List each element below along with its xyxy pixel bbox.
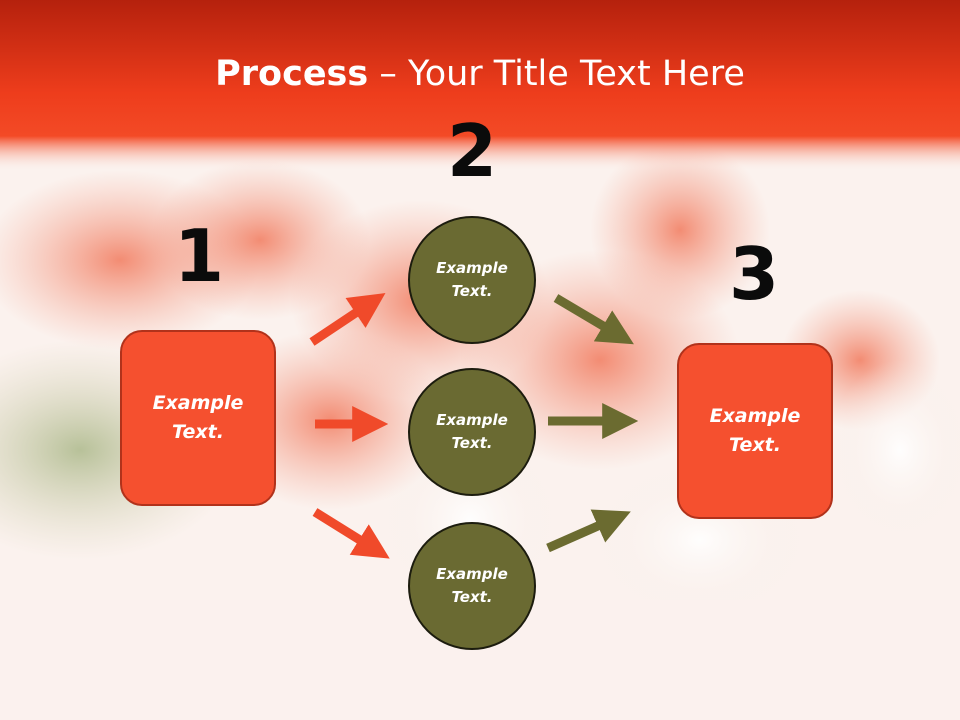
step1-text: Example Text.: [152, 392, 244, 443]
step-number-1: 1: [173, 214, 225, 298]
step2-circle-3: Example Text.: [408, 522, 536, 650]
arrow-2a-to-3: [553, 294, 634, 345]
step3-text: Example Text.: [709, 405, 801, 456]
step2-circle-2-text: Example Text.: [436, 411, 508, 452]
step2-circle-1: Example Text.: [408, 216, 536, 344]
step2-circle-3-text: Example Text.: [436, 565, 508, 606]
arrow-1-to-2a: [309, 293, 386, 346]
step3-box: Example Text.: [677, 343, 833, 519]
step2-circle-1-text: Example Text.: [436, 259, 508, 300]
arrow-2c-to-3: [546, 509, 631, 553]
arrow-1-to-2c: [312, 508, 390, 559]
step-number-2: 2: [446, 109, 498, 193]
title-bold: Process: [215, 54, 369, 94]
title-rest: – Your Title Text Here: [368, 54, 745, 94]
step-number-3: 3: [728, 232, 780, 316]
step2-circle-2: Example Text.: [408, 368, 536, 496]
step1-box: Example Text.: [120, 330, 276, 506]
slide-title: Process – Your Title Text Here: [0, 52, 960, 96]
